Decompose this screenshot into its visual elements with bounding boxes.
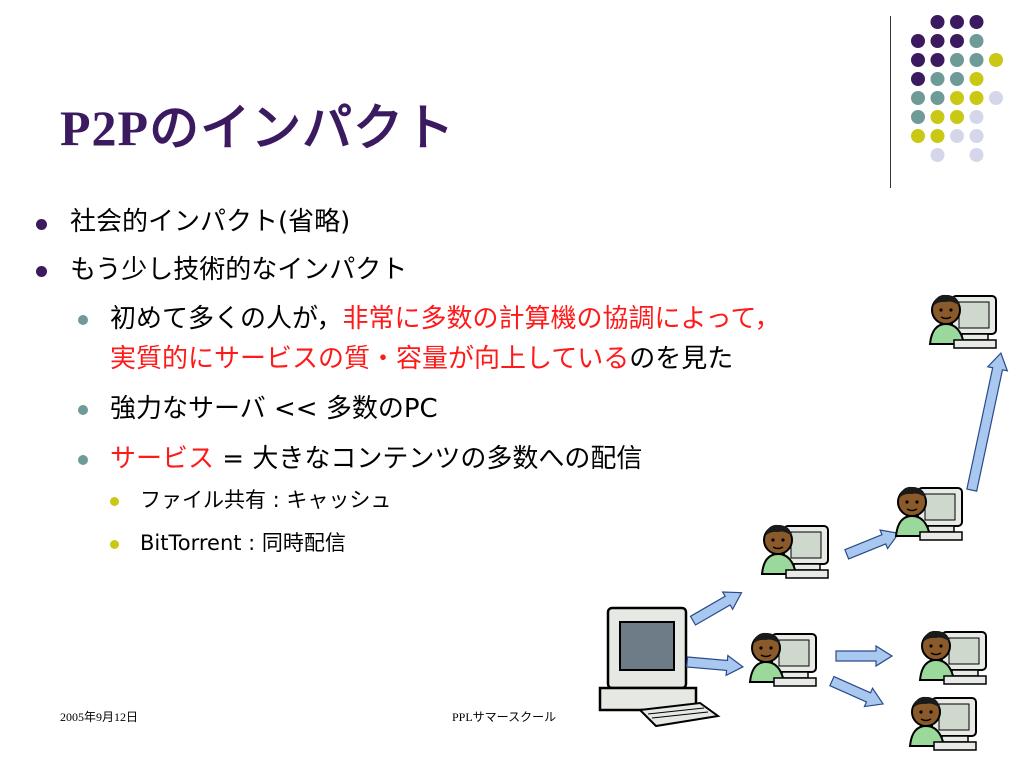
text-highlight: サービス <box>110 444 215 474</box>
text-highlight: 非常に多数の計算機の協調によって， <box>342 304 781 334</box>
bullet-tech-impact: もう少し技術的なインパクト <box>70 255 408 285</box>
page-title: P2Pのインパクト <box>60 100 456 156</box>
decorative-dot <box>969 148 984 162</box>
footer-title: PPLサマースクール <box>452 710 557 724</box>
text-highlight: 実質的にサービスの質・容量が向上している <box>110 344 630 374</box>
decorative-dot <box>969 110 984 124</box>
arrow-peer3-to-top <box>966 352 1009 492</box>
decorative-dot <box>989 91 1003 105</box>
peer-user-icon <box>895 485 963 541</box>
decorative-dot <box>969 34 984 48</box>
bullet-marker <box>36 219 47 230</box>
text-suffix: のを見た <box>629 344 734 374</box>
sub-bullet-marker <box>78 405 88 415</box>
decorative-dot <box>930 91 945 105</box>
decorative-dot <box>950 72 964 86</box>
decorative-dot <box>950 91 964 105</box>
divider-line <box>890 16 891 188</box>
sub-bullet-marker <box>78 455 88 465</box>
arrow-peer2-to-peer5 <box>827 671 888 714</box>
decorative-dot <box>950 129 964 143</box>
decorative-dot <box>911 72 925 86</box>
arrow-to-peer1 <box>687 583 748 630</box>
peer-user-icon <box>909 695 977 751</box>
decorative-dot <box>969 72 984 86</box>
sub-sub-bullet-marker <box>110 497 119 506</box>
text-prefix: 初めて多くの人が， <box>110 304 343 334</box>
decorative-dot <box>930 129 945 143</box>
arrow-peer1-to-peer3 <box>842 523 904 565</box>
peer-user-icon <box>929 293 997 349</box>
decorative-dot <box>950 34 964 48</box>
computer-icon <box>598 606 721 728</box>
decorative-dot <box>930 53 945 67</box>
decorative-dot <box>989 53 1003 67</box>
decorative-dot <box>911 53 925 67</box>
decorative-dot <box>911 129 925 143</box>
sub-bullet-first-time-line2: 実質的にサービスの質・容量が向上しているのを見た <box>110 338 733 375</box>
bullet-marker <box>36 266 47 277</box>
decorative-dot-grid <box>911 15 1003 162</box>
decorative-dot <box>911 34 925 48</box>
sub-bullet-server-vs-pc: 強力なサーバ << 多数のPC <box>110 394 438 424</box>
text-rest: = 大きなコンテンツの多数への配信 <box>214 444 643 474</box>
decorative-dot <box>950 110 964 124</box>
decorative-dot <box>969 53 984 67</box>
decorative-dot <box>969 129 984 143</box>
decorative-dot <box>969 15 984 29</box>
decorative-dot <box>930 110 945 124</box>
footer-date: 2005年9月12日 <box>60 710 139 724</box>
arrow-to-peer2 <box>685 651 745 678</box>
peer-user-icon <box>749 631 817 687</box>
decorative-dot <box>930 15 945 29</box>
peer-user-icon <box>761 523 829 579</box>
peer-user-icon <box>919 629 987 685</box>
decorative-dot <box>930 34 945 48</box>
arrow-peer2-to-peer4 <box>835 645 893 667</box>
sub-bullet-first-time-line1: 初めて多くの人が，非常に多数の計算機の協調によって， <box>110 298 781 335</box>
decorative-dot <box>911 91 925 105</box>
sub-sub-bullet-file-sharing: ファイル共有 : キャッシュ <box>140 488 392 512</box>
decorative-dot <box>930 72 945 86</box>
sub-bullet-marker <box>78 315 88 325</box>
sub-sub-bullet-bittorrent: BitTorrent : 同時配信 <box>140 531 346 555</box>
decorative-dot <box>950 53 964 67</box>
bullet-social-impact: 社会的インパクト(省略) <box>70 207 351 237</box>
sub-sub-bullet-marker <box>110 540 119 549</box>
decorative-dot <box>911 110 925 124</box>
decorative-dot <box>950 15 964 29</box>
decorative-dot <box>969 91 984 105</box>
sub-bullet-service: サービス = 大きなコンテンツの多数への配信 <box>110 438 642 475</box>
decorative-dot <box>930 148 945 162</box>
